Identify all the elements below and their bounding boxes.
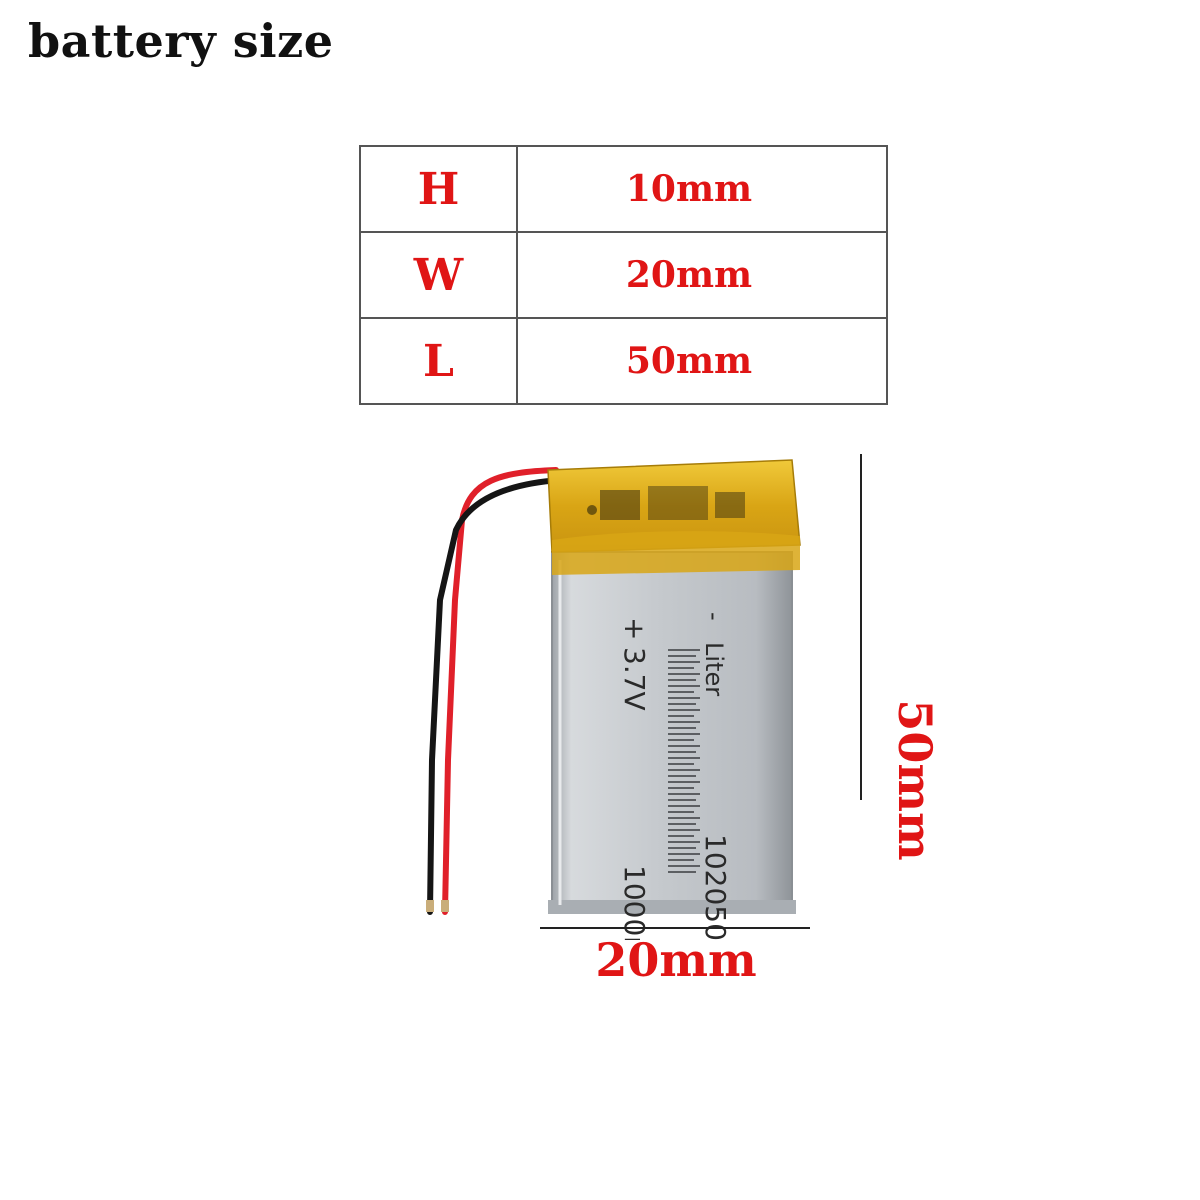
width-dimension-label: 20mm bbox=[595, 933, 757, 987]
battery-print-minus: - bbox=[700, 612, 728, 621]
battery-illustration: - Liter 102050 + 3.7V 1000mah bbox=[426, 459, 801, 940]
dimension-label: H bbox=[359, 145, 518, 233]
dimension-value: 20mm bbox=[516, 231, 888, 319]
barcode bbox=[668, 649, 700, 873]
battery-print-voltage: 3.7V bbox=[618, 647, 651, 711]
battery-label: - Liter 102050 + 3.7V 1000mah bbox=[618, 612, 732, 940]
dimension-value: 50mm bbox=[516, 317, 888, 405]
length-dimension-label: 50mm bbox=[888, 699, 942, 861]
width-dimension-line bbox=[540, 927, 810, 929]
lead-wires bbox=[426, 467, 563, 915]
battery-print-capacity: 1000mah bbox=[618, 865, 651, 940]
kapton-tape bbox=[547, 459, 801, 575]
dimension-row-height: H 10mm bbox=[359, 145, 888, 233]
dimension-label: L bbox=[359, 317, 518, 405]
dimension-row-width: W 20mm bbox=[359, 231, 888, 319]
battery-body bbox=[548, 551, 796, 914]
battery-print-brand: Liter bbox=[700, 642, 728, 696]
dimension-value: 10mm bbox=[516, 145, 888, 233]
page-title: battery size bbox=[28, 14, 334, 68]
dimension-row-length: L 50mm bbox=[359, 317, 888, 405]
battery-print-model: 102050 bbox=[699, 834, 732, 940]
dimensions-table: H 10mm W 20mm L 50mm bbox=[359, 145, 888, 405]
battery-print-plus: + bbox=[618, 617, 651, 640]
length-dimension-line bbox=[860, 454, 862, 800]
dimension-label: W bbox=[359, 231, 518, 319]
